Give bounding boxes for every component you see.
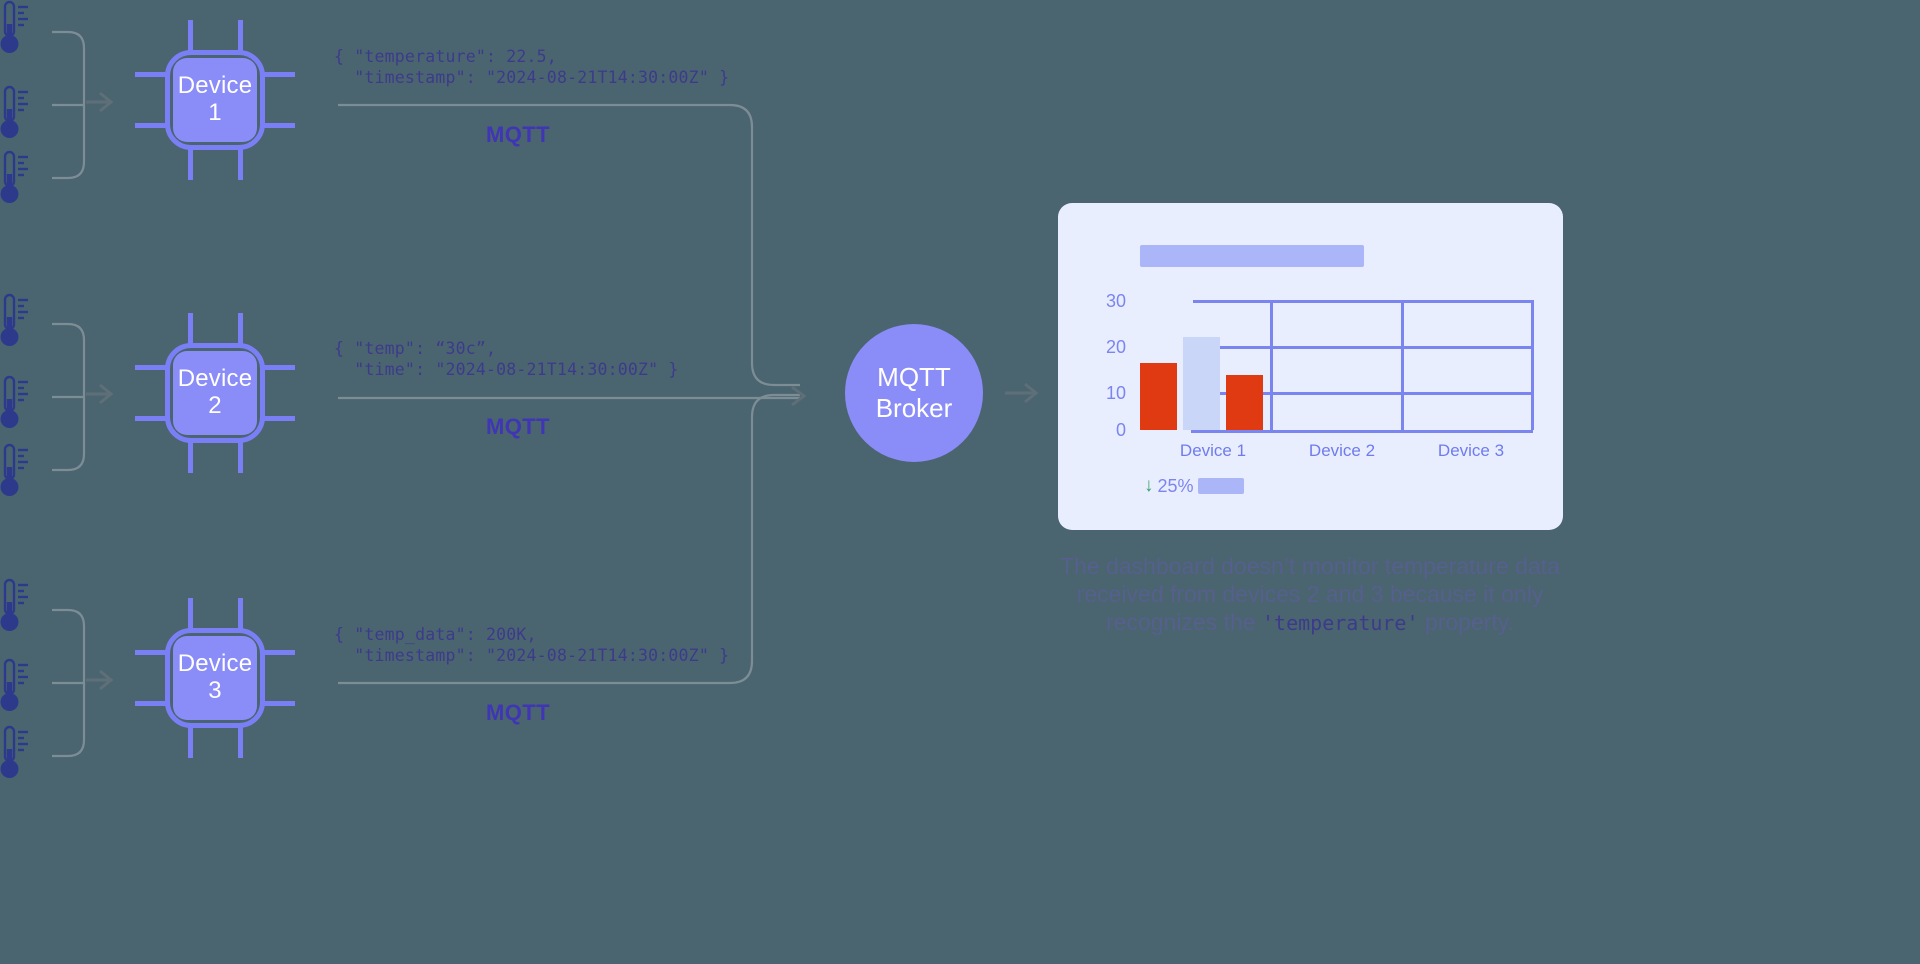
chip-pin <box>261 416 295 421</box>
device-2-payload: { "temp": “30c”, "time": "2024-08-21T14:… <box>334 338 679 380</box>
broker-label-line2: Broker <box>875 393 953 423</box>
chip-pin <box>261 701 295 706</box>
thermometer-icon <box>0 293 28 346</box>
thermometer-icon <box>0 578 28 631</box>
device-1-label: Device 1 <box>173 58 257 142</box>
device-label-line2: 1 <box>208 99 222 126</box>
chip-pin <box>238 146 243 180</box>
device-2-chip[interactable]: Device 2 <box>135 313 295 473</box>
thermometer-icon <box>0 658 28 711</box>
payload-line-2: "time": "2024-08-21T14:30:00Z" } <box>334 360 679 379</box>
device-label-line1: Device <box>177 72 253 100</box>
thermometer-icon <box>0 725 28 778</box>
bar-device-1-secondary <box>1183 337 1220 430</box>
device-3-payload: { "temp_data": 200K, "timestamp": "2024-… <box>334 624 729 666</box>
thermometer-icon <box>0 0 28 53</box>
chip-pin <box>188 724 193 758</box>
arrow-right-icon <box>86 669 114 691</box>
chip-pin <box>238 598 243 632</box>
x-label-device-3: Device 3 <box>1437 441 1505 460</box>
dashboard-caption: The dashboard doesn’t monitor temperatur… <box>1040 552 1580 637</box>
chip-pin <box>188 313 193 347</box>
dashboard-title-placeholder <box>1140 245 1364 267</box>
x-label-device-2: Device 2 <box>1308 441 1376 460</box>
chip-pin <box>238 439 243 473</box>
delta-bar-placeholder <box>1197 478 1244 494</box>
chip-pin <box>135 72 169 77</box>
thermometer-icon <box>0 375 28 428</box>
payload-line-1: { "temp": “30c”, <box>334 339 497 358</box>
dashboard-delta-indicator: ↓ 25% <box>1144 475 1244 497</box>
chip-pin <box>238 313 243 347</box>
device-label-line1: Device <box>177 650 253 678</box>
chip-pin <box>188 439 193 473</box>
device-1-chip[interactable]: Device 1 <box>135 20 295 180</box>
payload-line-1: { "temperature": 22.5, <box>334 47 557 66</box>
dashboard-card[interactable]: 30 20 10 0 Device 1 Device 2 Device 3 <box>1058 203 1563 530</box>
caption-part-2: property. <box>1418 609 1514 635</box>
x-label-device-1: Device 1 <box>1179 441 1247 460</box>
chip-pin <box>135 650 169 655</box>
y-tick-30: 30 <box>1105 291 1126 311</box>
chip-pin <box>188 20 193 54</box>
chip-pin <box>238 20 243 54</box>
chip-outline <box>165 343 265 443</box>
y-tick-20: 20 <box>1105 337 1126 357</box>
chip-pin <box>261 72 295 77</box>
payload-line-2: "timestamp": "2024-08-21T14:30:00Z" } <box>334 68 730 87</box>
chip-pin <box>135 701 169 706</box>
chip-pin <box>135 365 169 370</box>
chip-pin <box>261 650 295 655</box>
gridline-vertical-1 <box>1270 300 1273 430</box>
arrow-right-icon <box>86 383 114 405</box>
y-tick-0: 0 <box>1115 420 1126 440</box>
chip-pin <box>261 123 295 128</box>
delta-value: 25% <box>1157 475 1194 496</box>
gridline-10 <box>1193 392 1533 395</box>
device-1-payload: { "temperature": 22.5, "timestamp": "202… <box>334 46 729 88</box>
sensor-bracket-3 <box>52 608 86 758</box>
chip-pin <box>238 724 243 758</box>
gridline-20 <box>1193 346 1533 349</box>
arrow-down-icon: ↓ <box>1144 475 1154 496</box>
arrow-right-icon <box>1005 382 1039 404</box>
device-3-protocol-label: MQTT <box>486 700 550 725</box>
bar-device-1-temperature <box>1140 363 1177 430</box>
thermometer-icon <box>0 85 28 138</box>
chip-outline <box>165 50 265 150</box>
bar-device-1-tertiary <box>1226 375 1263 430</box>
payload-line-1: { "temp_data": 200K, <box>334 625 537 644</box>
thermometer-icon <box>0 150 28 203</box>
gridline-vertical-2 <box>1401 300 1404 430</box>
chip-pin <box>135 123 169 128</box>
sensor-bracket-1 <box>52 30 86 180</box>
chip-outline <box>165 628 265 728</box>
sensor-bracket-2 <box>52 322 86 472</box>
thermometer-icon <box>0 443 28 496</box>
device-2-protocol-label: MQTT <box>486 414 550 439</box>
device-label-line2: 3 <box>208 677 222 704</box>
chip-pin <box>261 365 295 370</box>
x-axis <box>1191 430 1533 433</box>
caption-code-token: 'temperature' <box>1261 611 1419 635</box>
gridline-vertical-3 <box>1531 300 1534 430</box>
caption-part-1: The dashboard doesn’t monitor temperatur… <box>1060 553 1560 635</box>
device-label-line1: Device <box>177 365 253 393</box>
bar-chart: 30 20 10 0 Device 1 Device 2 Device 3 <box>1058 203 1563 530</box>
chip-pin <box>188 146 193 180</box>
device-2-label: Device 2 <box>173 351 257 435</box>
mqtt-routing-lines <box>338 103 807 685</box>
device-3-label: Device 3 <box>173 636 257 720</box>
device-label-line2: 2 <box>208 392 222 419</box>
device-1-protocol-label: MQTT <box>486 122 550 147</box>
chip-pin <box>135 416 169 421</box>
mqtt-broker-node[interactable]: MQTT Broker <box>845 324 983 462</box>
broker-label-line1: MQTT <box>877 361 951 392</box>
y-tick-10: 10 <box>1105 383 1126 403</box>
gridline-30 <box>1193 300 1533 303</box>
chip-pin <box>188 598 193 632</box>
device-3-chip[interactable]: Device 3 <box>135 598 295 758</box>
arrow-right-icon <box>86 91 114 113</box>
payload-line-2: "timestamp": "2024-08-21T14:30:00Z" } <box>334 646 730 665</box>
